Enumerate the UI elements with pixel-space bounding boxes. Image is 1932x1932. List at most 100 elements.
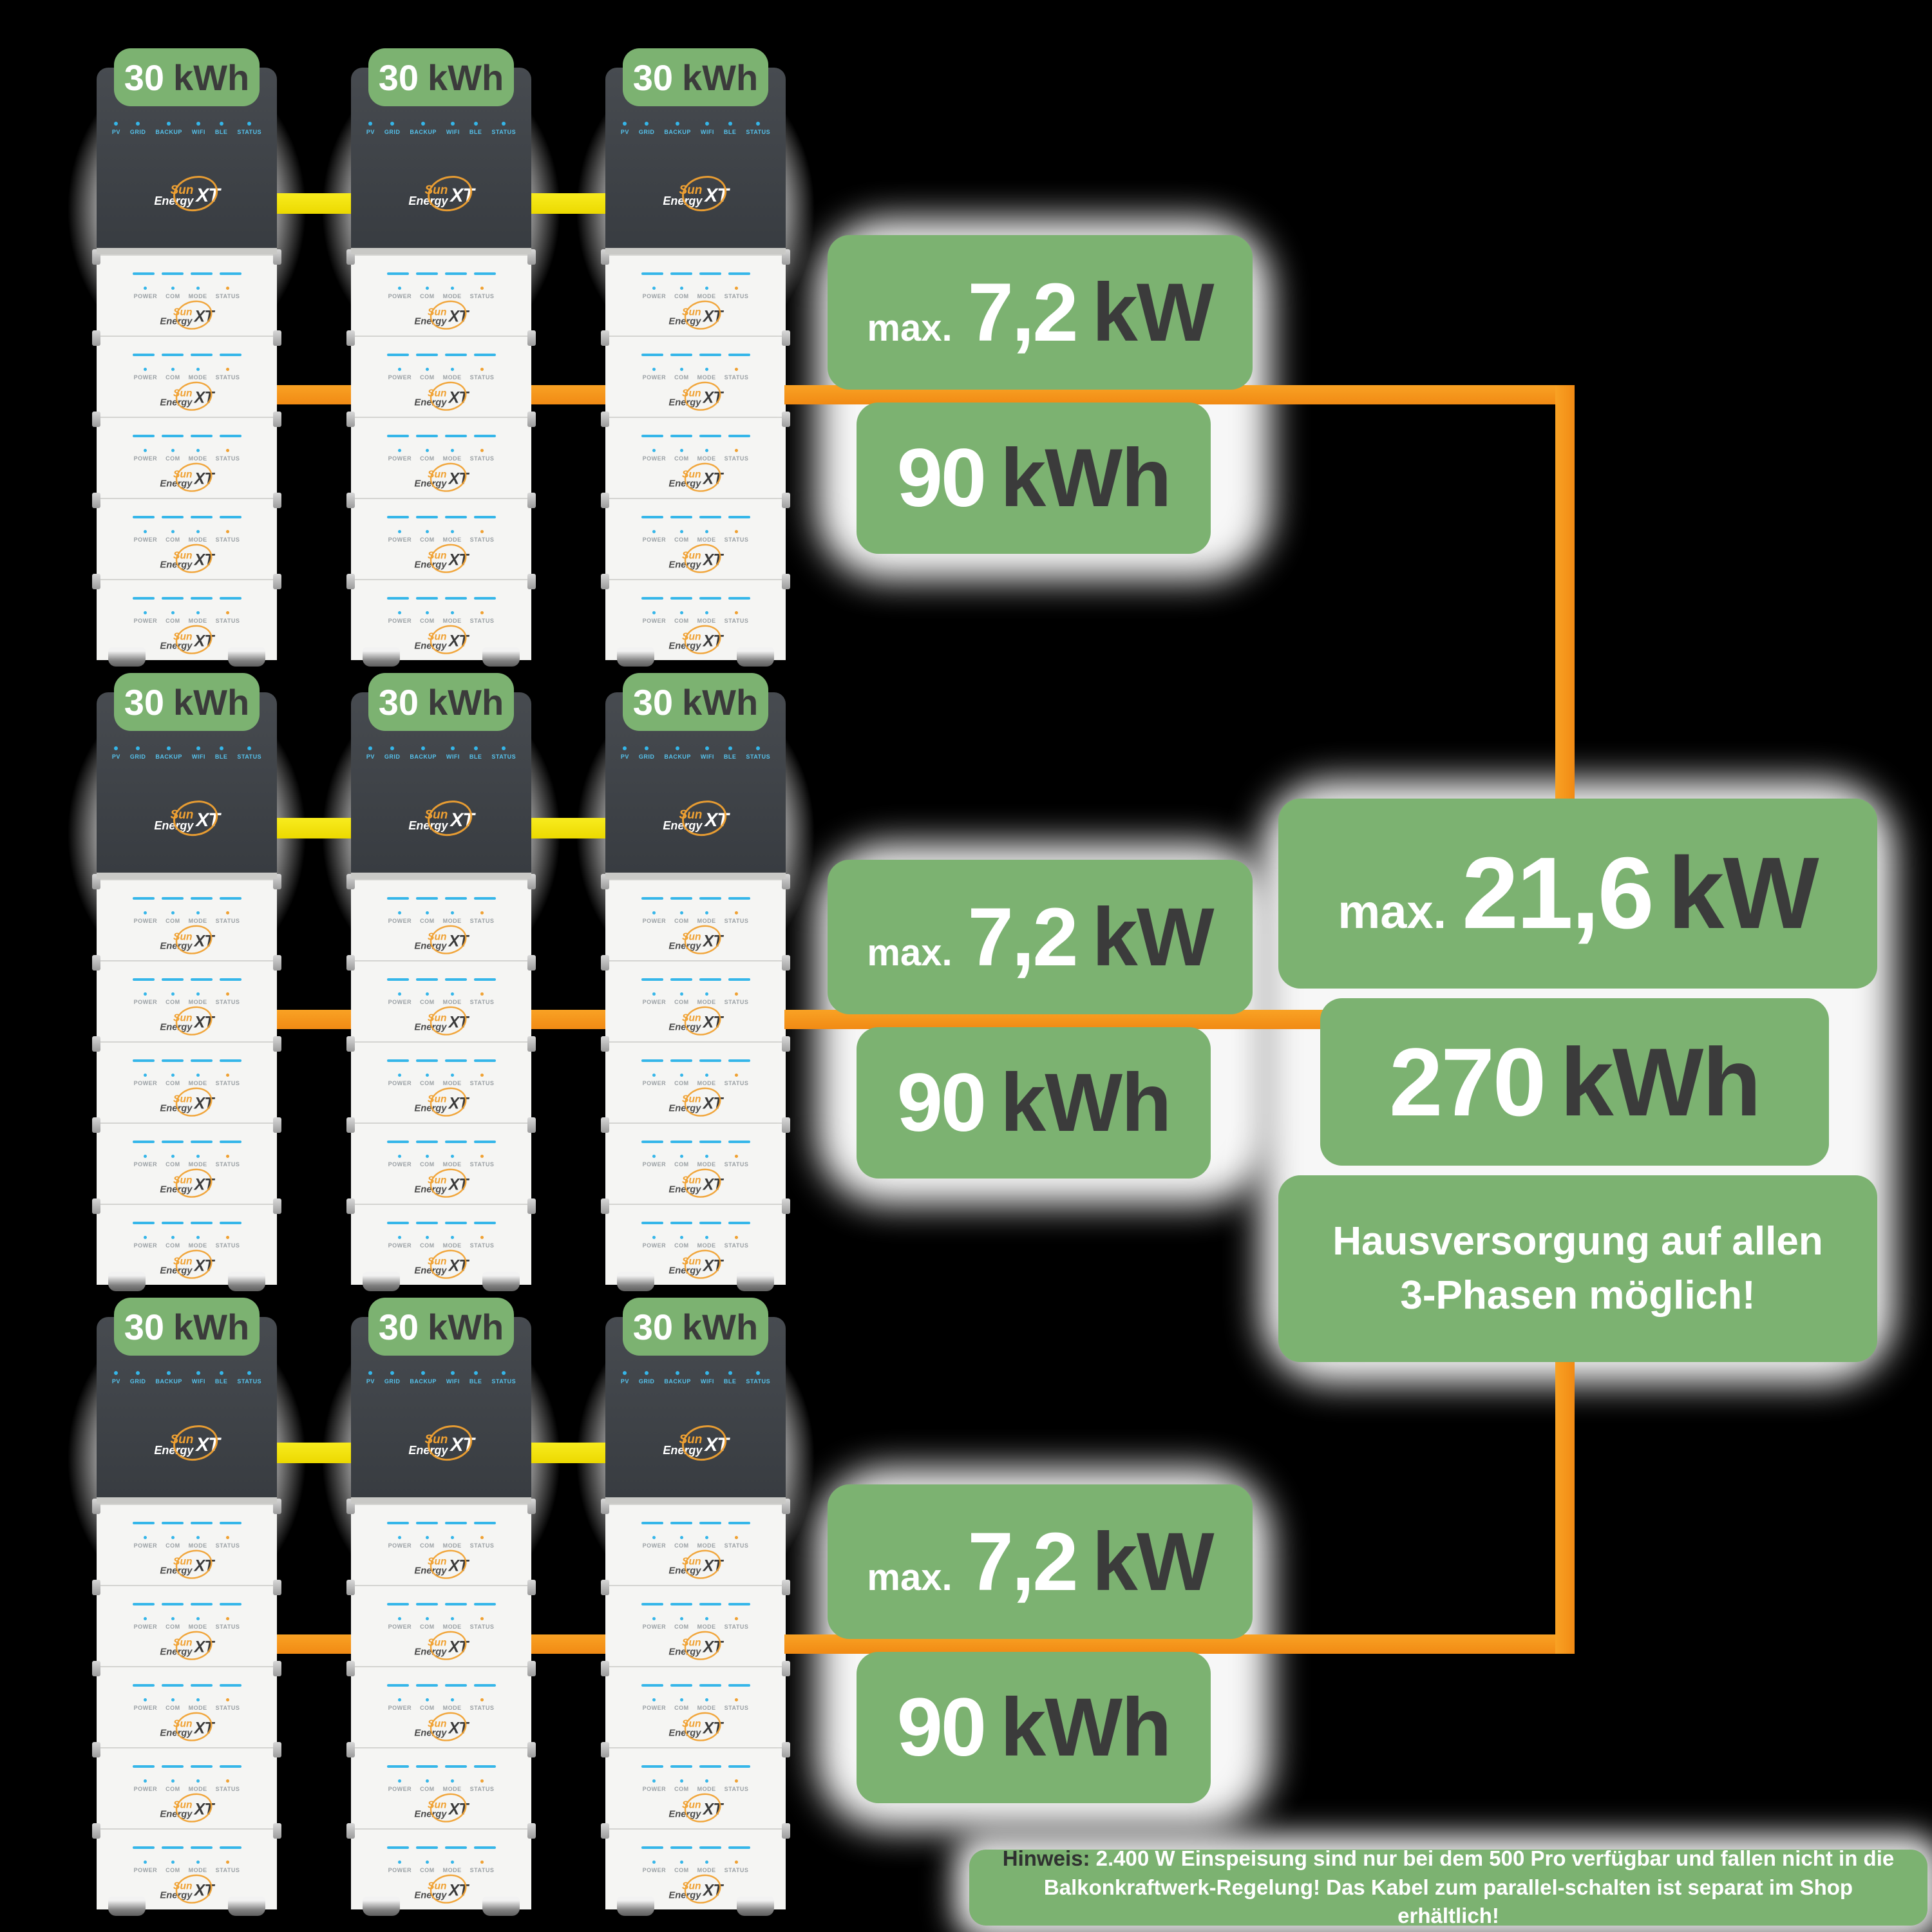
brand-logo: Sun Energy XT [605, 795, 786, 841]
led-dot-icon [171, 911, 175, 914]
led-dot-icon [398, 530, 402, 533]
power-led: POWER [388, 530, 412, 543]
power-led: POWER [388, 287, 412, 299]
status-led: STATUS [470, 530, 495, 543]
tower-foot [108, 1897, 146, 1916]
brand-logo: Sun Energy XT [351, 171, 531, 216]
com-led: COM [674, 287, 689, 299]
logo-ring-icon [169, 795, 222, 841]
led-dot-icon [451, 746, 455, 750]
led-dot-icon [368, 1371, 373, 1375]
led-dot-icon [623, 122, 627, 126]
led-dot-icon [196, 746, 201, 750]
row3-energy-value: 90 [896, 1681, 987, 1774]
led-dot-icon [398, 368, 402, 371]
mode-led: MODE [697, 368, 716, 381]
battery-link-cable [525, 1634, 612, 1654]
battery-module: POWER COM MODE STATUS Sun Energy XT [601, 874, 790, 960]
logo-ring-icon [426, 1546, 470, 1583]
led-dot-icon [171, 1779, 175, 1783]
module-led-row: POWER COM MODE STATUS [351, 992, 531, 1005]
module-led-row: POWER COM MODE STATUS [605, 1536, 786, 1549]
brand-logo: Sun Energy XT [113, 1245, 261, 1283]
led-dot-icon [171, 611, 175, 614]
logo-ring-icon [426, 621, 470, 658]
battery-module: POWER COM MODE STATUS Sun Energy XT [346, 1742, 536, 1828]
brand-logo: Sun Energy XT [605, 171, 786, 216]
led-dot-icon [705, 611, 708, 614]
led-dot-icon [136, 122, 140, 126]
led-dot-icon [144, 1617, 147, 1620]
module-display-bars [351, 435, 531, 437]
badge-value: 30 [378, 57, 419, 98]
led-dot-icon [144, 611, 147, 614]
battery-module: POWER COM MODE STATUS Sun Energy XT [92, 874, 281, 960]
led-dot-icon [425, 1074, 429, 1077]
battery-module: POWER COM MODE STATUS Sun Energy XT [346, 574, 536, 660]
led-dot-icon [705, 1155, 708, 1158]
led-dot-icon [676, 1371, 680, 1375]
battery-module: POWER COM MODE STATUS Sun Energy XT [601, 412, 790, 498]
tower-foot [482, 647, 520, 667]
battery-link-cable [270, 385, 357, 404]
mode-led: MODE [697, 1236, 716, 1249]
led-dot-icon [502, 122, 506, 126]
ble-led: BLE [724, 746, 737, 760]
led-dot-icon [705, 1536, 708, 1539]
mode-led: MODE [697, 1698, 716, 1711]
brand-logo: Sun Energy XT [113, 621, 261, 658]
status-led: STATUS [216, 992, 240, 1005]
ble-led: BLE [724, 122, 737, 135]
module-led-row: POWER COM MODE STATUS [97, 1698, 277, 1711]
led-dot-icon [679, 1617, 683, 1620]
module-display-bars [605, 1059, 786, 1062]
led-dot-icon [756, 746, 761, 750]
led-dot-icon [652, 611, 656, 614]
badge-value: 30 [632, 57, 674, 98]
module-display-bars [97, 1141, 277, 1143]
mode-led: MODE [189, 1236, 207, 1249]
grid-led: GRID [639, 746, 655, 760]
led-dot-icon [398, 1536, 402, 1539]
brand-logo: Sun Energy XT [113, 1870, 261, 1908]
row2-energy-value: 90 [896, 1057, 987, 1149]
status-led: STATUS [470, 1155, 495, 1168]
led-dot-icon [652, 1155, 656, 1158]
brand-logo: Sun Energy XT [621, 540, 770, 577]
ble-led: BLE [724, 1371, 737, 1385]
led-dot-icon [735, 1617, 738, 1620]
mode-led: MODE [697, 449, 716, 462]
battery-tower: 30 kWh PV GRID BACKUP WIFI BLE STATUS [92, 1298, 281, 1916]
module-display-bars [605, 897, 786, 900]
com-led: COM [420, 1617, 435, 1630]
module-led-row: POWER COM MODE STATUS [605, 992, 786, 1005]
badge-unit: kWh [173, 1306, 250, 1347]
com-led: COM [674, 1155, 689, 1168]
led-dot-icon [226, 611, 229, 614]
power-led: POWER [388, 1074, 412, 1086]
mode-led: MODE [443, 611, 462, 624]
power-led: POWER [643, 1236, 667, 1249]
led-dot-icon [705, 1074, 708, 1077]
led-dot-icon [676, 746, 680, 750]
battery-module: POWER COM MODE STATUS Sun Energy XT [92, 1499, 281, 1585]
led-dot-icon [480, 287, 484, 290]
status-led: STATUS [724, 287, 749, 299]
pv-led: PV [112, 746, 120, 760]
battery-tower: 30 kWh PV GRID BACKUP WIFI BLE STATUS [346, 48, 536, 667]
com-led: COM [166, 368, 180, 381]
module-display-bars [351, 1684, 531, 1687]
row1-energy-unit: kWh [1000, 432, 1171, 524]
logo-ring-icon [426, 921, 470, 958]
battery-module: POWER COM MODE STATUS Sun Energy XT [601, 1198, 790, 1285]
led-dot-icon [167, 122, 171, 126]
battery-tower: 30 kWh PV GRID BACKUP WIFI BLE STATUS [601, 48, 790, 667]
ble-led: BLE [215, 1371, 228, 1385]
led-dot-icon [425, 1698, 429, 1701]
led-dot-icon [425, 287, 429, 290]
led-dot-icon [114, 1371, 118, 1375]
wifi-led: WIFI [701, 1371, 714, 1385]
power-led: POWER [388, 1536, 412, 1549]
led-dot-icon [144, 1236, 147, 1239]
grid-led: GRID [130, 122, 146, 135]
